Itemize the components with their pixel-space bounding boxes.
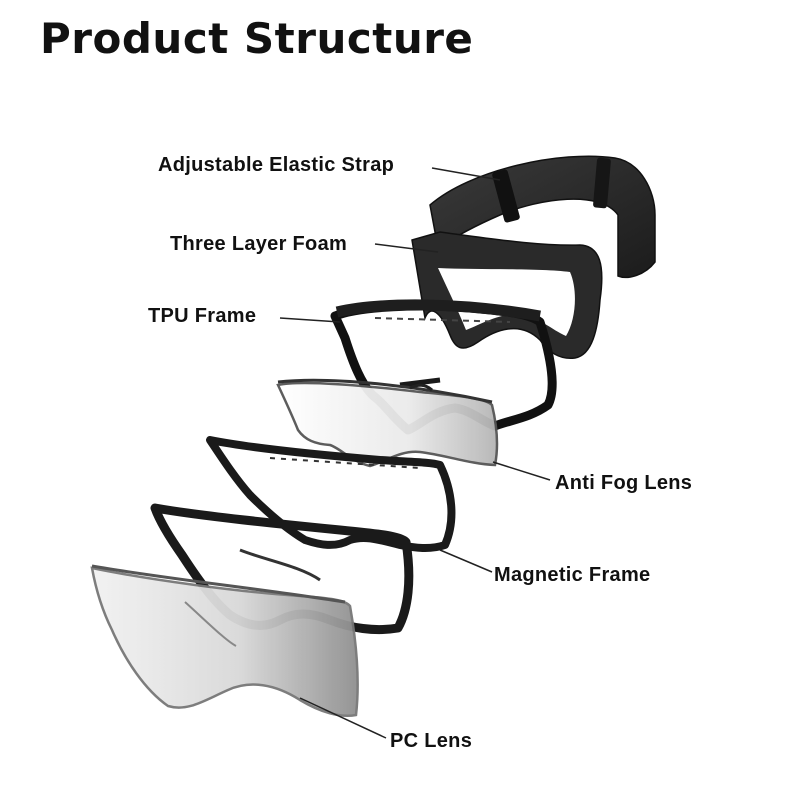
anti-fog-lens-part: [276, 378, 499, 468]
leader-magnetic-frame: [439, 549, 493, 573]
elastic-strap-part: [429, 155, 656, 279]
label-three-layer-foam: Three Layer Foam: [170, 233, 348, 255]
pc-lens-part: [90, 564, 359, 717]
label-magnetic-frame: Magnetic Frame: [494, 564, 651, 586]
leader-pc-lens: [299, 697, 387, 739]
leader-anti-fog-lens: [492, 461, 551, 481]
magnetic-frame-front-part: [150, 503, 414, 635]
leader-tpu-frame: [279, 317, 341, 323]
label-tpu-frame: TPU Frame: [148, 305, 257, 327]
label-pc-lens: PC Lens: [390, 730, 473, 752]
leader-strap: [431, 167, 501, 181]
leader-foam: [374, 243, 439, 253]
leader-lines: [279, 167, 551, 739]
three-layer-foam-part: [411, 231, 603, 360]
label-adjustable-elastic-strap: Adjustable Elastic Strap: [158, 154, 395, 176]
page-title: Product Structure: [40, 14, 474, 63]
label-anti-fog-lens: Anti Fog Lens: [555, 472, 693, 494]
